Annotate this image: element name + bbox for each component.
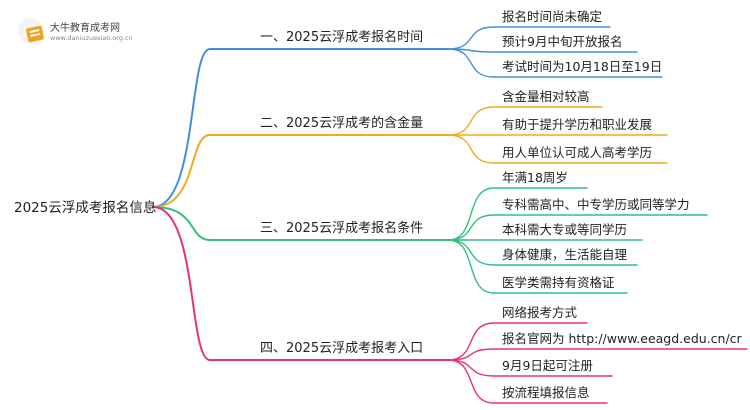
book-icon: [25, 25, 45, 43]
leaf-2-1: 含金量相对较高: [502, 89, 590, 104]
leaf-2-2: 有助于提升学历和职业发展: [502, 117, 653, 132]
leaf-connector-4-3: [447, 359, 613, 377]
leaf-connector-1-2: [447, 48, 638, 53]
branch-label-3: 三、2025云浮成考报名条件: [260, 221, 424, 236]
leaf-3-5: 医学类需持有资格证: [502, 275, 615, 290]
branch-label-4: 四、2025云浮成考报考入口: [260, 341, 424, 356]
leaf-connector-3-2: [447, 214, 708, 241]
leaf-4-3: 9月9日起可注册: [502, 358, 593, 373]
leaf-connector-3-4: [447, 239, 638, 266]
leaf-connector-4-4: [447, 359, 608, 404]
leaf-3-1: 年满18周岁: [502, 170, 568, 185]
branch-connector-2: [152, 134, 449, 208]
logo-name: 大牛教育成考网: [50, 23, 120, 34]
branch-label-2: 二、2025云浮成考的含金量: [260, 116, 424, 131]
leaf-4-4: 按流程填报信息: [502, 385, 590, 400]
root-node: 2025云浮成考报名信息: [14, 200, 157, 216]
leaf-1-1: 报名时间尚未确定: [502, 9, 603, 24]
leaf-connector-2-1: [447, 106, 603, 136]
leaf-2-3: 用人单位认可成人高考学历: [502, 145, 653, 160]
logo-url: www.daniuzuesiao.org.cn: [50, 34, 133, 42]
leaf-connector-3-1: [447, 187, 588, 241]
leaf-connector-3-5: [447, 239, 628, 294]
branch-label-1: 一、2025云浮成考报名时间: [260, 30, 424, 45]
leaf-connector-4-1: [447, 322, 588, 361]
leaf-1-2: 预计9月中旬开放报名: [502, 34, 623, 49]
logo-badge: [18, 18, 45, 44]
leaf-3-2: 专科需高中、中专学历或同等学力: [502, 197, 690, 212]
leaf-connector-1-3: [447, 48, 663, 78]
leaf-3-4: 身体健康，生活能自理: [502, 247, 628, 262]
leaf-connector-1-1: [447, 26, 611, 50]
site-logo: 大牛教育成考网 www.daniuzuesiao.org.cn: [14, 14, 134, 48]
leaf-3-3: 本科需大专或等同学历: [502, 222, 628, 237]
branch-connector-4: [152, 206, 449, 361]
leaf-connector-4-2: [447, 348, 748, 361]
leaf-4-1: 网络报考方式: [502, 305, 578, 320]
leaf-1-3: 考试时间为10月18日至19日: [502, 59, 663, 74]
leaf-connector-2-3: [447, 134, 668, 164]
branch-connector-1: [152, 48, 449, 208]
branch-connector-3: [152, 206, 449, 241]
leaf-4-2: 报名官网为 http://www.eeagd.edu.cn/cr: [502, 331, 742, 346]
